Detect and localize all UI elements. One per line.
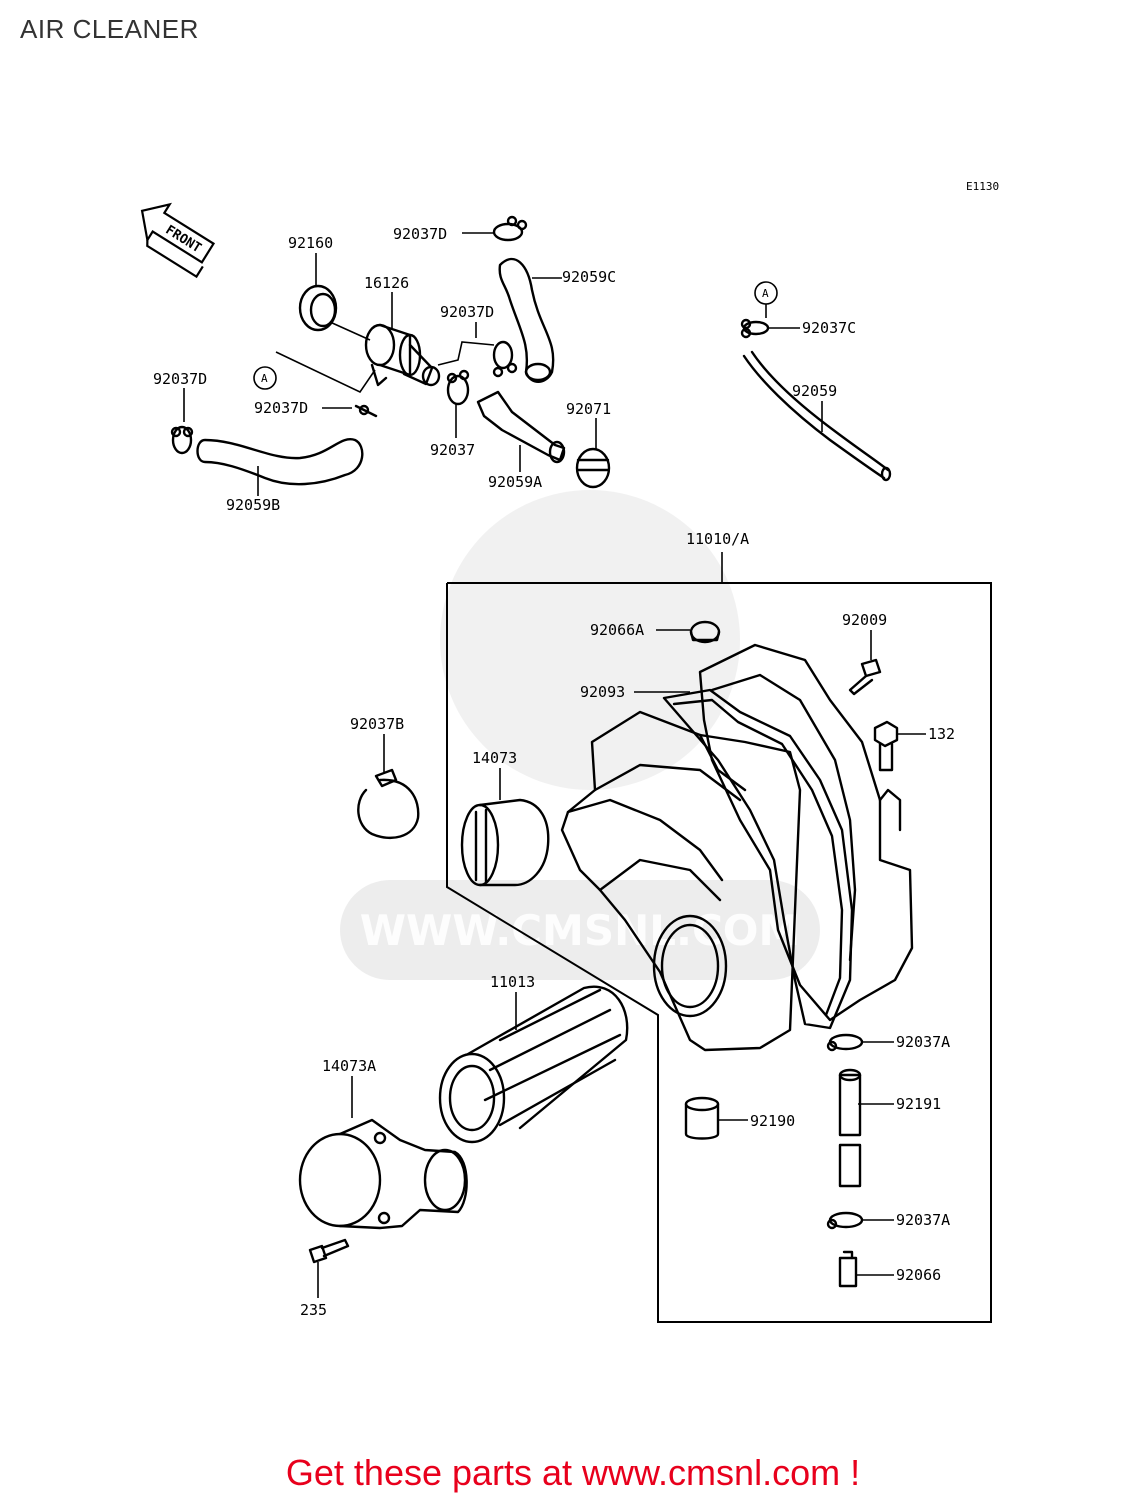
cap-92066[interactable] bbox=[838, 1250, 858, 1288]
label-92037A-bottom: 92037A bbox=[896, 1211, 950, 1229]
hose-92059B[interactable] bbox=[196, 438, 364, 486]
diagram-code: E1130 bbox=[966, 180, 999, 193]
gasket-outline-92093[interactable] bbox=[662, 688, 854, 1030]
clamp-92037A-top[interactable] bbox=[826, 1033, 864, 1052]
filter-element-11013[interactable] bbox=[438, 985, 629, 1144]
tube-92191[interactable] bbox=[838, 1068, 862, 1188]
label-92037D-hose: 92037D bbox=[254, 399, 308, 417]
watermark-text: WWW.CMSNL.COM bbox=[360, 906, 801, 955]
grommet-92066A[interactable] bbox=[689, 620, 721, 644]
clamp-92037C[interactable] bbox=[740, 318, 770, 339]
label-92037B: 92037B bbox=[350, 715, 404, 733]
ref-marker-a-left bbox=[253, 366, 277, 390]
clamp-92037D-mid[interactable] bbox=[492, 340, 518, 378]
tube-92059A[interactable] bbox=[476, 390, 566, 464]
clamp-92037D-hose[interactable] bbox=[170, 425, 194, 455]
label-92037D-top: 92037D bbox=[393, 225, 447, 243]
bolt-132[interactable] bbox=[873, 720, 899, 772]
clip-92037D-left[interactable] bbox=[354, 404, 378, 418]
spacer-92190[interactable] bbox=[684, 1096, 720, 1140]
clamp-92037D-top[interactable] bbox=[492, 215, 528, 242]
label-92037D-left: 92037D bbox=[153, 370, 207, 388]
label-92037A-top: 92037A bbox=[896, 1033, 950, 1051]
label-16126: 16126 bbox=[364, 274, 409, 292]
front-arrow-icon: FRONT bbox=[140, 202, 216, 279]
label-92190: 92190 bbox=[750, 1112, 795, 1130]
label-92037: 92037 bbox=[430, 441, 475, 459]
air-box-inlet[interactable] bbox=[652, 914, 728, 1018]
duct-14073[interactable] bbox=[460, 798, 550, 887]
label-92059A: 92059A bbox=[488, 473, 542, 491]
hose-92059C[interactable] bbox=[498, 258, 555, 383]
label-92071: 92071 bbox=[566, 400, 611, 418]
air-box-cover[interactable] bbox=[698, 643, 914, 1022]
label-132: 132 bbox=[928, 725, 955, 743]
label-92160: 92160 bbox=[288, 234, 333, 252]
screw-92009[interactable] bbox=[848, 658, 882, 696]
label-14073A: 14073A bbox=[322, 1057, 376, 1075]
label-92059: 92059 bbox=[792, 382, 837, 400]
label-92191: 92191 bbox=[896, 1095, 941, 1113]
valve-16126[interactable] bbox=[364, 323, 441, 387]
screw-235[interactable] bbox=[308, 1238, 350, 1264]
clamp-92037B[interactable] bbox=[357, 768, 420, 840]
label-92066: 92066 bbox=[896, 1266, 941, 1284]
label-14073: 14073 bbox=[472, 749, 517, 767]
label-11010A: 11010/A bbox=[686, 530, 749, 548]
label-92037C: 92037C bbox=[802, 319, 856, 337]
hose-92059[interactable] bbox=[742, 350, 892, 482]
label-11013: 11013 bbox=[490, 973, 535, 991]
label-92059B: 92059B bbox=[226, 496, 280, 514]
grommet-92071[interactable] bbox=[575, 447, 611, 489]
label-92009: 92009 bbox=[842, 611, 887, 629]
footer-link[interactable]: Get these parts at www.cmsnl.com ! bbox=[285, 1452, 861, 1493]
seal-92160[interactable] bbox=[298, 284, 338, 332]
assembly-box bbox=[446, 582, 992, 1323]
label-92066A: 92066A bbox=[590, 621, 644, 639]
ref-marker-a-right-label: A bbox=[762, 287, 769, 300]
label-92093: 92093 bbox=[580, 683, 625, 701]
label-92037D-mid: 92037D bbox=[440, 303, 494, 321]
inlet-duct-14073A[interactable] bbox=[298, 1118, 468, 1230]
clamp-92037[interactable] bbox=[446, 369, 470, 406]
watermark: WWW.CMSNL.COM bbox=[340, 490, 820, 980]
page-title: AIR CLEANER bbox=[20, 14, 199, 44]
label-92059C: 92059C bbox=[562, 268, 616, 286]
clamp-92037A-bottom[interactable] bbox=[826, 1211, 864, 1230]
ref-marker-a-left-label: A bbox=[261, 372, 268, 385]
label-235: 235 bbox=[300, 1301, 327, 1319]
